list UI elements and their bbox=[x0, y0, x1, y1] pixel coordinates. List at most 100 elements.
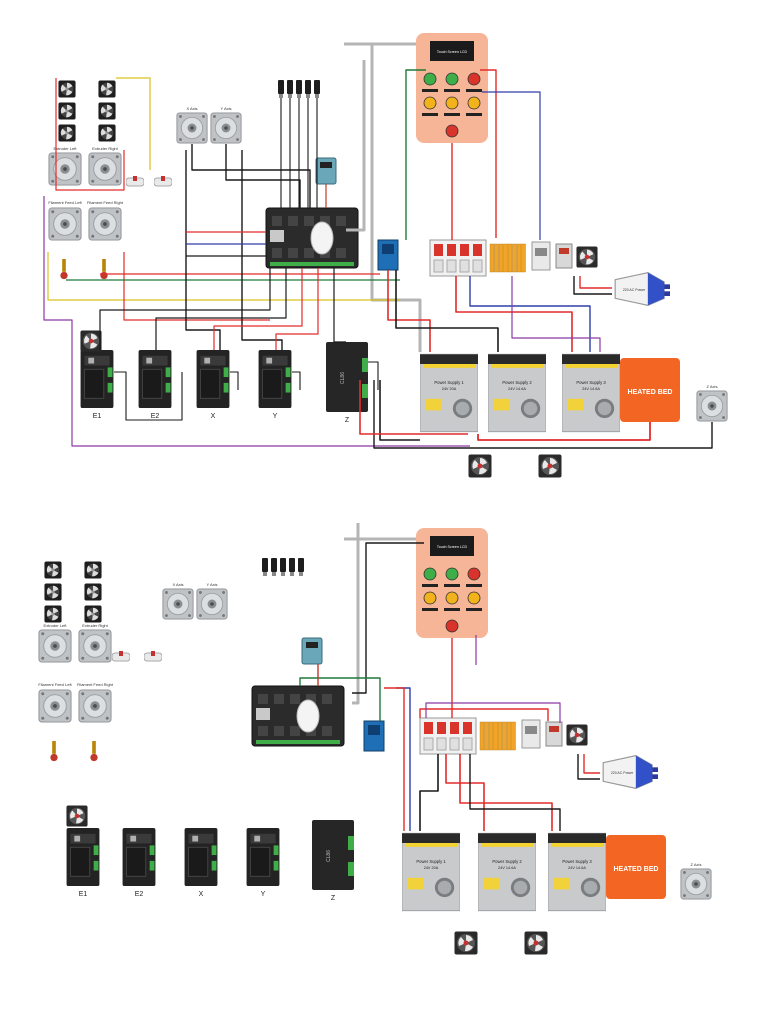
stepper-driver bbox=[138, 350, 172, 408]
stepper-driver bbox=[80, 350, 114, 408]
wire bbox=[419, 754, 439, 831]
indicator-light bbox=[445, 96, 459, 110]
psu-spec: 24V 20A bbox=[442, 387, 457, 391]
wire bbox=[346, 60, 366, 232]
terminal-block bbox=[511, 721, 516, 751]
light-label-plate bbox=[466, 113, 482, 116]
terminal-block bbox=[479, 721, 485, 751]
z-axis-label: Z Axis bbox=[691, 862, 702, 867]
wire bbox=[396, 687, 411, 831]
driver-socket bbox=[322, 694, 332, 704]
breaker-base bbox=[433, 259, 444, 273]
wire bbox=[579, 276, 612, 289]
terminal-block bbox=[498, 243, 504, 273]
psu-title: Power Supply 3 bbox=[576, 380, 606, 385]
breaker-base bbox=[446, 259, 457, 273]
wire bbox=[352, 542, 424, 694]
contactor-window bbox=[535, 248, 547, 256]
driver-label: Z bbox=[345, 417, 350, 424]
filament-left-motor bbox=[48, 207, 82, 241]
indicator-light bbox=[423, 591, 437, 605]
button-label-plate bbox=[466, 584, 482, 587]
breaker-base bbox=[459, 259, 470, 273]
wire bbox=[395, 270, 499, 352]
light-label-plate bbox=[466, 608, 482, 611]
heated-bed-label: HEATED BED bbox=[628, 389, 673, 396]
ac-power-label: 220 AC Power bbox=[611, 771, 634, 775]
terminal-strip bbox=[270, 262, 354, 266]
wire bbox=[225, 144, 301, 208]
driver-label: Y bbox=[261, 891, 266, 898]
x-axis-motor bbox=[162, 588, 194, 620]
wire bbox=[577, 754, 600, 780]
connector-plug bbox=[289, 558, 295, 572]
connector-plug bbox=[271, 558, 277, 572]
cooling-fan-icon bbox=[44, 605, 62, 623]
cooling-fan-icon bbox=[84, 561, 102, 579]
terminal-block bbox=[488, 721, 494, 751]
wire bbox=[155, 268, 287, 350]
driver-socket bbox=[304, 248, 314, 258]
stepper-driver bbox=[184, 828, 218, 886]
driver-socket bbox=[288, 216, 298, 226]
terminal-block bbox=[512, 243, 517, 273]
panel-button bbox=[423, 567, 437, 581]
driver-label: X bbox=[211, 413, 216, 420]
wire bbox=[455, 276, 573, 352]
driver-socket bbox=[290, 726, 300, 736]
psu-spec: 24V 14.6A bbox=[508, 387, 526, 391]
z-axis-motor bbox=[696, 390, 728, 422]
enclosure-fan-icon bbox=[566, 724, 588, 746]
button-label-plate bbox=[444, 584, 460, 587]
wire bbox=[477, 422, 651, 441]
wire bbox=[55, 78, 125, 191]
wire bbox=[352, 523, 360, 705]
wire bbox=[213, 268, 303, 350]
light-label-plate bbox=[444, 113, 460, 116]
driver-socket bbox=[288, 248, 298, 258]
driver-label: Y bbox=[273, 413, 278, 420]
connector-plug bbox=[287, 80, 293, 94]
light-label-plate bbox=[444, 608, 460, 611]
terminal-block bbox=[506, 721, 512, 751]
wifi-module bbox=[296, 699, 320, 733]
heated-bed bbox=[620, 358, 680, 422]
stepper-driver bbox=[196, 350, 230, 408]
y-axis-label: Y Axis bbox=[206, 582, 217, 587]
exhaust-fan-icon bbox=[524, 931, 548, 955]
z-driver-brand: CL86 bbox=[340, 372, 346, 384]
z-driver bbox=[326, 342, 368, 412]
connector-plug bbox=[298, 558, 304, 572]
breaker-base bbox=[462, 737, 473, 751]
connector-pin bbox=[279, 94, 283, 98]
emergency-stop bbox=[445, 619, 459, 633]
cooling-fan-icon bbox=[84, 605, 102, 623]
connector-pin bbox=[299, 572, 303, 576]
z-driver-terminal bbox=[348, 836, 354, 850]
driver-socket bbox=[322, 726, 332, 736]
wire bbox=[583, 754, 600, 774]
wire bbox=[333, 268, 346, 343]
driver-socket bbox=[272, 216, 282, 226]
expansion-board bbox=[315, 157, 337, 185]
z-driver-terminal bbox=[362, 384, 368, 398]
emergency-stop bbox=[445, 124, 459, 138]
terminal-block bbox=[489, 243, 495, 273]
driver-socket bbox=[272, 248, 282, 258]
power-supply bbox=[562, 353, 620, 433]
driver-socket bbox=[274, 694, 284, 704]
wire bbox=[230, 371, 239, 390]
button-label-plate bbox=[444, 89, 460, 92]
connector-pin bbox=[306, 94, 310, 98]
endstop-icon bbox=[126, 176, 144, 187]
connector-plug bbox=[296, 80, 302, 94]
connector-pin bbox=[288, 94, 292, 98]
wire bbox=[384, 687, 405, 831]
thermistor-left-icon bbox=[50, 741, 58, 762]
light-label-plate bbox=[422, 608, 438, 611]
psu-spec: 24V 14.6A bbox=[582, 387, 600, 391]
ssr-indicator bbox=[559, 248, 569, 254]
wire bbox=[99, 268, 271, 350]
